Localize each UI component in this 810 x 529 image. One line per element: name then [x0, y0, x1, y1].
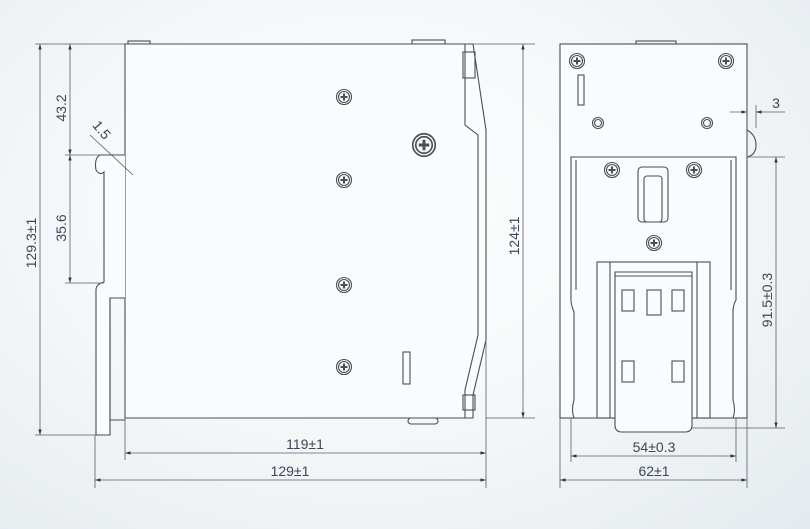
- screw-icon: [645, 234, 663, 252]
- led-slot: [577, 74, 585, 106]
- dim-plate-width: 54±0.3: [633, 439, 676, 455]
- hole-icon: [591, 116, 605, 130]
- dim-plate-height: 91.5±0.3: [759, 273, 775, 328]
- dim-total-width: 62±1: [638, 463, 669, 479]
- dim-body-depth: 119±1: [286, 436, 324, 452]
- connector: [462, 51, 476, 79]
- screw-icon: [335, 171, 353, 189]
- screw-icon: [411, 132, 437, 158]
- dim-hook: 1.5: [89, 117, 114, 142]
- dim-rail-height: 35.6: [53, 214, 69, 241]
- led-slot: [402, 351, 411, 385]
- screw-icon: [335, 276, 353, 294]
- screw-icon: [603, 161, 621, 179]
- housing-outline: [124, 43, 487, 419]
- screw-icon: [717, 52, 735, 70]
- dim-body-height: 124±1: [506, 216, 522, 255]
- dim-total-height: 129.3±1: [23, 218, 39, 269]
- top-tab: [411, 39, 446, 45]
- dim-offset: 3: [772, 95, 780, 111]
- screw-icon: [335, 88, 353, 106]
- screw-icon: [568, 52, 586, 70]
- hole-icon: [700, 116, 714, 130]
- dim-total-depth: 129±1: [271, 463, 310, 479]
- side-view: 129.3±1 43.2 35.6 1.5 124±1 119±1 129±1: [23, 39, 535, 488]
- din-clip: [94, 154, 125, 436]
- dim-top-to-rail: 43.2: [53, 94, 69, 121]
- screw-icon: [685, 161, 703, 179]
- front-view: 3 91.5±0.3 54±0.3 62±1: [559, 40, 785, 488]
- screw-icon: [335, 358, 353, 376]
